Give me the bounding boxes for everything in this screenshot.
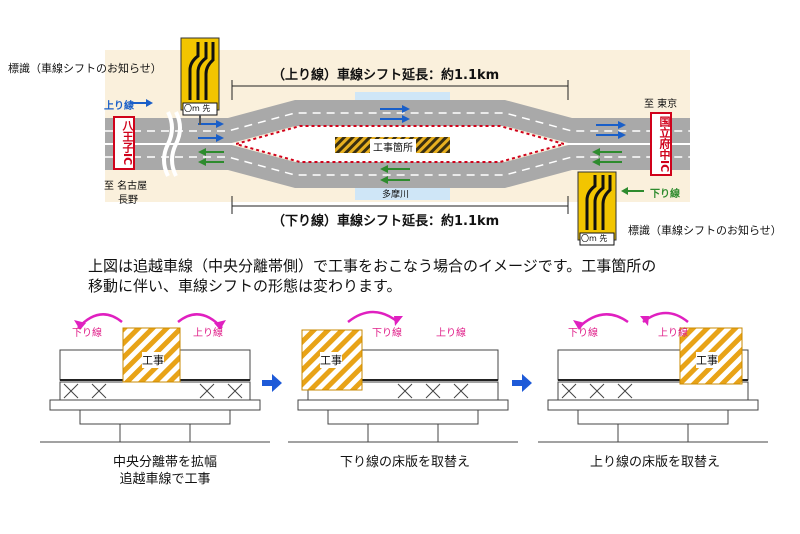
section1-up-label: 上り線 bbox=[193, 328, 223, 339]
up-direction-arrows bbox=[130, 99, 626, 142]
down-extension-label: （下り線）車線シフト延長：約1.1km bbox=[272, 214, 500, 229]
section2-work-label: 工事 bbox=[320, 352, 342, 368]
section3-caption: 上り線の床版を取替え bbox=[589, 455, 720, 470]
dest-nagoya: 至 名古屋 bbox=[104, 181, 148, 192]
river-lower bbox=[355, 186, 450, 200]
section1-caption-2: 追越車線で工事 bbox=[119, 472, 211, 487]
description-line1: 上図は追越車線（中央分離帯側）で工事をおこなう場合のイメージです。工事箇所の bbox=[88, 257, 657, 275]
section3-work-label: 工事 bbox=[696, 352, 718, 368]
description-line2: 移動に伴い、車線シフトの形態は変わります。 bbox=[88, 277, 402, 295]
lane-line-down bbox=[105, 156, 690, 176]
section2-up-label: 上り線 bbox=[436, 328, 466, 339]
lane-line-up bbox=[105, 112, 690, 132]
lane-shift-map bbox=[105, 37, 690, 246]
section3-up-label: 上り線 bbox=[658, 328, 688, 339]
road-break-right bbox=[170, 111, 182, 177]
worksite-label: 工事箇所 bbox=[370, 139, 416, 154]
transition-arrow-2 bbox=[512, 374, 532, 392]
sign-left-distance: 〇m 先 bbox=[184, 104, 211, 113]
sign-right-distance: 〇m 先 bbox=[581, 234, 608, 243]
transition-arrow-1 bbox=[262, 374, 282, 392]
lane-shift-sign-right bbox=[577, 171, 617, 246]
dest-nagano: 長野 bbox=[118, 195, 138, 206]
up-extension-label: （上り線）車線シフト延長：約1.1km bbox=[272, 68, 500, 83]
arc-arrow-2 bbox=[347, 310, 399, 323]
road-break-left bbox=[162, 111, 174, 177]
section-2 bbox=[288, 310, 518, 443]
section-3 bbox=[538, 311, 768, 443]
sign-right-label: 標識（車線シフトのお知らせ） bbox=[628, 224, 782, 237]
sign-left-label: 標識（車線シフトのお知らせ） bbox=[8, 62, 162, 75]
road-up-shifted bbox=[228, 100, 572, 144]
section1-work-label: 工事 bbox=[142, 352, 164, 368]
arc-arrow-3b bbox=[642, 311, 689, 323]
up-lane-label: 上り線 bbox=[104, 101, 134, 112]
section2-caption: 下り線の床版を取替え bbox=[339, 455, 470, 470]
lane-shift-sign-left bbox=[180, 37, 220, 125]
cross-section-diagrams bbox=[40, 310, 768, 443]
road-down-shifted bbox=[228, 144, 572, 188]
down-direction-arrows bbox=[198, 148, 644, 195]
kunitachi-fuchu-ic-sign: 国立府中IC bbox=[650, 112, 672, 176]
river-label: 多摩川 bbox=[382, 190, 410, 200]
down-lane-label: 下り線 bbox=[650, 189, 680, 200]
section2-down-label: 下り線 bbox=[372, 328, 402, 339]
section1-down-label: 下り線 bbox=[72, 328, 102, 339]
hachioji-ic-sign: 八王子IC bbox=[113, 116, 135, 170]
dest-tokyo: 至 東京 bbox=[644, 99, 678, 110]
section1-caption-1: 中央分離帯を拡幅 bbox=[112, 455, 217, 470]
section3-down-label: 下り線 bbox=[568, 328, 598, 339]
